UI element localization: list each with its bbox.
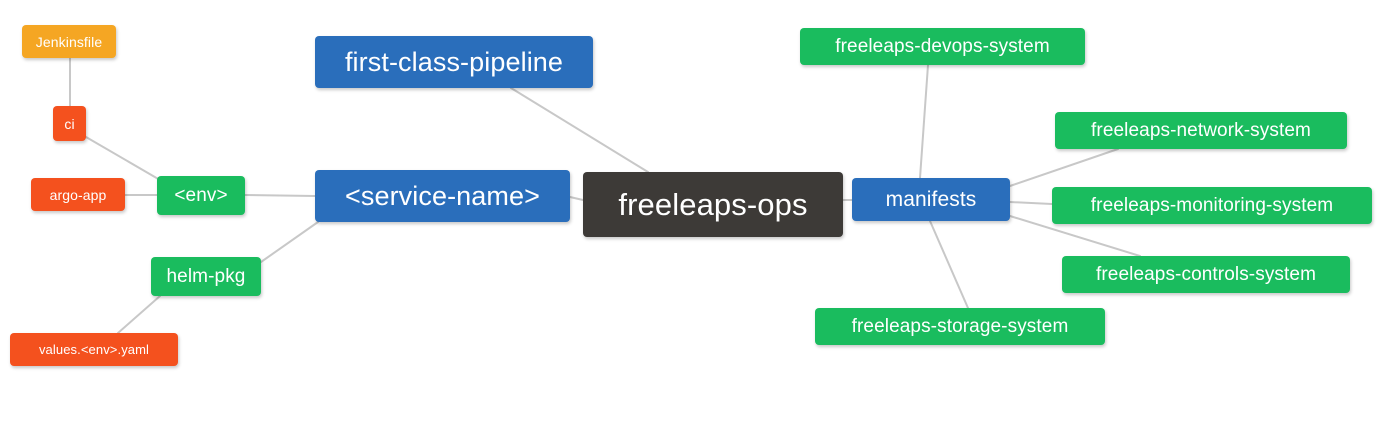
edge-manifests-to-freeleaps-storage-system — [929, 220, 969, 309]
node-helm-pkg[interactable]: helm-pkg — [151, 257, 261, 296]
node-jenkinsfile[interactable]: Jenkinsfile — [22, 25, 116, 58]
edge-manifests-to-freeleaps-network-system — [1009, 148, 1119, 187]
node-label-manifests: manifests — [885, 188, 977, 211]
node-values-env-yaml[interactable]: values.<env>.yaml — [10, 333, 178, 366]
node-label-service-name: <service-name> — [345, 180, 540, 211]
node-label-helm-pkg: helm-pkg — [166, 266, 246, 287]
node-freeleaps-monitoring-system[interactable]: freeleaps-monitoring-system — [1052, 187, 1372, 224]
edge-env-to-service-name — [244, 194, 316, 197]
node-label-freeleaps-ops: freeleaps-ops — [618, 187, 808, 222]
edge-helm-pkg-to-values-env-yaml — [117, 295, 161, 334]
node-freeleaps-controls-system[interactable]: freeleaps-controls-system — [1062, 256, 1350, 293]
node-label-env: <env> — [174, 185, 228, 206]
node-service-name[interactable]: <service-name> — [315, 170, 570, 222]
node-freeleaps-network-system[interactable]: freeleaps-network-system — [1055, 112, 1347, 149]
edge-manifests-to-freeleaps-monitoring-system — [1009, 201, 1053, 205]
node-label-freeleaps-devops-system: freeleaps-devops-system — [835, 36, 1050, 57]
edge-service-name-to-helm-pkg — [260, 221, 319, 263]
node-freeleaps-devops-system[interactable]: freeleaps-devops-system — [800, 28, 1085, 65]
node-label-freeleaps-monitoring-system: freeleaps-monitoring-system — [1090, 195, 1334, 216]
node-env[interactable]: <env> — [157, 176, 245, 215]
node-label-jenkinsfile: Jenkinsfile — [35, 33, 103, 50]
node-ci[interactable]: ci — [53, 106, 86, 141]
node-freeleaps-storage-system[interactable]: freeleaps-storage-system — [815, 308, 1105, 345]
node-first-class-pipeline[interactable]: first-class-pipeline — [315, 36, 593, 88]
node-label-freeleaps-network-system: freeleaps-network-system — [1091, 120, 1311, 141]
node-label-ci: ci — [64, 115, 75, 132]
edge-ci-to-env — [85, 136, 161, 181]
node-label-first-class-pipeline: first-class-pipeline — [344, 46, 564, 77]
node-argo-app[interactable]: argo-app — [31, 178, 125, 211]
node-manifests[interactable]: manifests — [852, 178, 1010, 221]
node-label-argo-app: argo-app — [49, 186, 107, 203]
node-label-freeleaps-storage-system: freeleaps-storage-system — [851, 316, 1069, 337]
edge-manifests-to-freeleaps-devops-system — [919, 64, 929, 179]
edge-service-name-to-freeleaps-ops — [569, 196, 584, 201]
node-label-values-env-yaml: values.<env>.yaml — [38, 342, 150, 357]
edge-first-class-pipeline-to-freeleaps-ops — [510, 87, 649, 173]
node-freeleaps-ops[interactable]: freeleaps-ops — [583, 172, 843, 237]
node-label-freeleaps-controls-system: freeleaps-controls-system — [1095, 264, 1317, 285]
